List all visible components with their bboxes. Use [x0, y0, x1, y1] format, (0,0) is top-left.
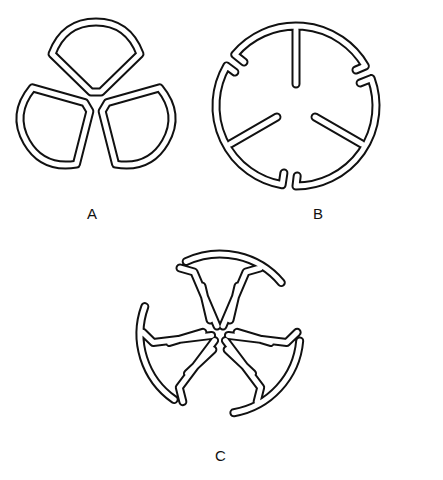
figure-a — [5, 22, 188, 180]
figure-label: A — [87, 206, 97, 221]
figure-label: B — [313, 206, 323, 221]
figure-b — [192, 26, 396, 206]
figure-label: C — [215, 448, 226, 463]
figure-c — [120, 254, 309, 427]
